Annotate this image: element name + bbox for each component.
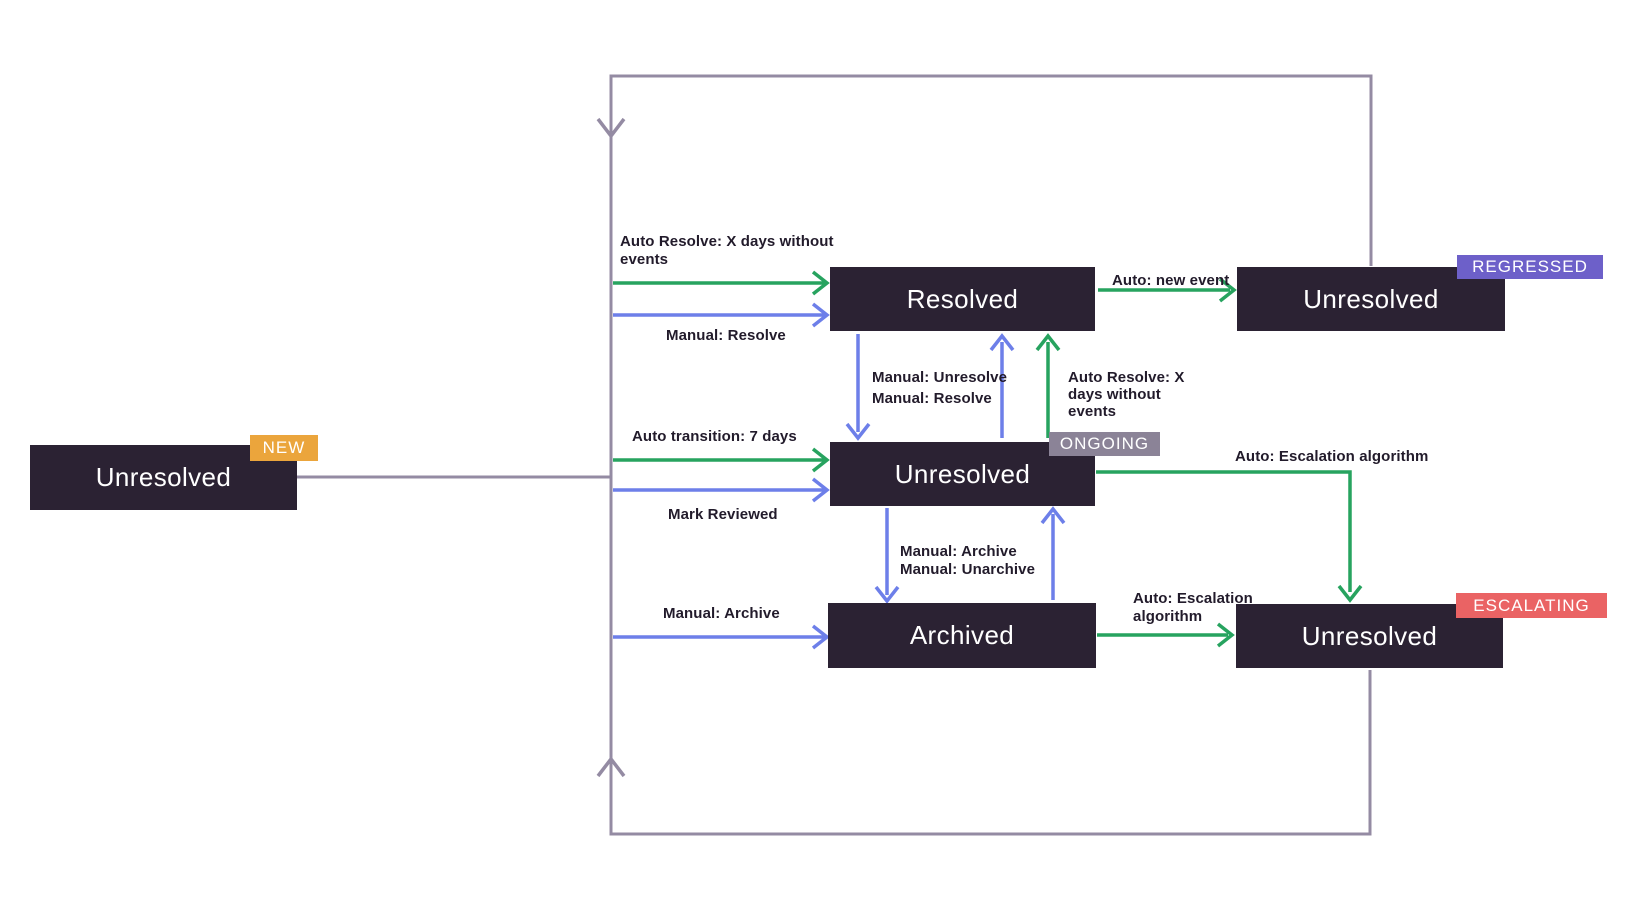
arrow-auto-resolve-to-resolved (613, 270, 830, 296)
edge-label-manual-resolve-to-resolved: Manual: Resolve (666, 327, 786, 344)
state-box-escalating-unresolved: Unresolved (1236, 604, 1503, 668)
arrow-auto-escalation-from-archived (1097, 622, 1235, 648)
arrow-auto-resolve-from-ongoing (1035, 333, 1061, 438)
state-label: Unresolved (1301, 620, 1438, 651)
state-label: Unresolved (95, 462, 232, 492)
edge-label-auto-escalation-from-archived: Auto: Escalation algorithm (1133, 590, 1253, 625)
status-badge-escalating: ESCALATING (1456, 593, 1607, 618)
loop-chevron-up-icon (596, 756, 626, 778)
edge-label-auto-transition: Auto transition: 7 days (632, 428, 797, 445)
status-badge-ongoing: ONGOING (1049, 432, 1160, 456)
arrow-mark-reviewed (613, 477, 830, 503)
status-badge-new: NEW (250, 435, 318, 461)
arrow-auto-escalation-from-ongoing (1096, 470, 1363, 603)
auto-arrows (613, 270, 1363, 648)
arrow-auto-transition (613, 447, 830, 473)
manual-arrows (613, 302, 1066, 650)
edge-label-manual-archive: Manual: Archive (663, 605, 780, 622)
state-label: Unresolved (894, 458, 1031, 489)
state-label: Resolved (906, 283, 1019, 314)
edge-label-mark-reviewed: Mark Reviewed (668, 506, 778, 523)
edge-label-auto-new-event: Auto: new event (1112, 272, 1230, 289)
edge-label-auto-escalation-from-ongoing: Auto: Escalation algorithm (1235, 448, 1429, 465)
state-box-resolved: Resolved (830, 267, 1095, 331)
arrow-auto-new-event (1098, 277, 1237, 303)
state-label: Archived (909, 620, 1015, 650)
arrow-manual-archive-down (874, 508, 900, 604)
arrow-manual-archive-left (613, 624, 830, 650)
edge-label-manual-archive-unarchive: Manual: Archive Manual: Unarchive (900, 543, 1036, 578)
edge-label-auto-resolve-from-ongoing: Auto Resolve: X days without events (1068, 369, 1185, 420)
state-box-archived: Archived (828, 603, 1096, 668)
arrow-manual-unarchive-up (1040, 506, 1066, 600)
edge-label-auto-resolve-to-resolved: Auto Resolve: X days without events (620, 233, 834, 268)
status-badge-regressed: REGRESSED (1457, 255, 1603, 279)
arrow-manual-resolve-to-resolved (613, 302, 830, 328)
loop-chevron-down-icon (596, 117, 626, 139)
loop-lines (297, 74, 1373, 836)
state-box-regressed-unresolved: Unresolved (1237, 267, 1505, 331)
feedback-loop-line (609, 74, 1373, 836)
state-label: Unresolved (1303, 283, 1439, 314)
arrow-manual-resolve-up (989, 333, 1015, 438)
arrow-manual-unresolve-down (845, 334, 871, 441)
edge-label-manual-unresolve-resolve: Manual: Unresolve Manual: Resolve (872, 369, 1008, 407)
